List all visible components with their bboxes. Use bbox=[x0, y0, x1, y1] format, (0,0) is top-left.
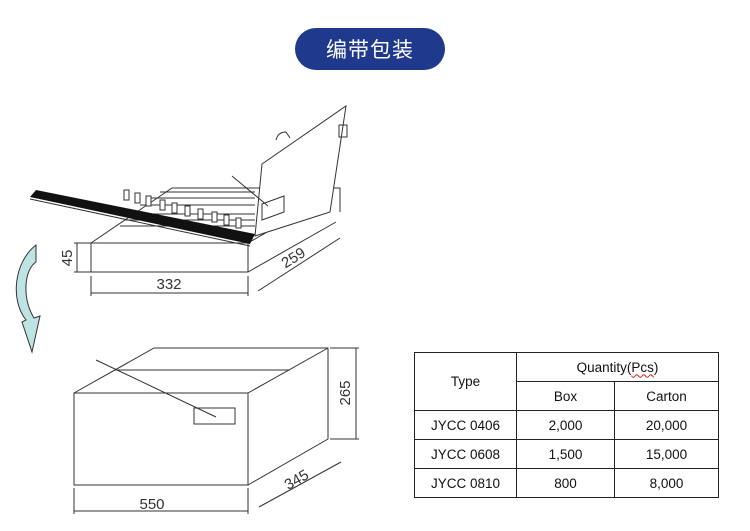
table-row: JYCC 0810 800 8,000 bbox=[414, 468, 719, 498]
tape-components bbox=[123, 189, 242, 229]
table-row: JYCC 0406 2,000 20,000 bbox=[414, 410, 719, 440]
cell-type: JYCC 0608 bbox=[414, 439, 517, 469]
carton-drawing bbox=[73, 347, 329, 486]
cell-type: JYCC 0810 bbox=[414, 468, 517, 498]
cell-type: JYCC 0406 bbox=[414, 410, 517, 440]
section-title: 编带包装 bbox=[326, 38, 414, 62]
cell-carton: 8,000 bbox=[614, 468, 719, 498]
section-title-badge: 编带包装 bbox=[295, 28, 445, 70]
carton-depth-label: 345 bbox=[282, 466, 312, 493]
carton-dimensions bbox=[73, 347, 359, 514]
cell-box: 2,000 bbox=[516, 410, 615, 440]
table-header-row: Type Quantity(Pcs) bbox=[414, 352, 719, 411]
header-quantity-unit: Pcs bbox=[631, 359, 654, 375]
carton-height-label: 265 bbox=[337, 380, 354, 405]
inner-box-depth-label: 259 bbox=[278, 244, 308, 272]
cell-box: 1,500 bbox=[516, 439, 615, 469]
header-type: Type bbox=[414, 352, 517, 411]
table-row: JYCC 0608 1,500 15,000 bbox=[414, 439, 719, 469]
inner-box-height-label: 45 bbox=[59, 250, 76, 267]
inner-box-drawing bbox=[90, 104, 348, 273]
carrier-tape bbox=[29, 190, 255, 247]
cell-carton: 15,000 bbox=[614, 439, 719, 469]
inner-box-width-label: 332 bbox=[156, 276, 181, 293]
cell-carton: 20,000 bbox=[614, 410, 719, 440]
curved-arrow-icon bbox=[15, 243, 41, 354]
header-box: Box bbox=[516, 381, 615, 411]
inner-box-dimensions bbox=[74, 237, 341, 296]
quantity-table: Type Quantity(Pcs) Box Carton JYCC 0406 … bbox=[414, 352, 719, 498]
header-carton: Carton bbox=[614, 381, 719, 411]
cell-box: 800 bbox=[516, 468, 615, 498]
carton-width-label: 550 bbox=[139, 496, 164, 513]
header-quantity: Quantity(Pcs) bbox=[516, 352, 719, 382]
